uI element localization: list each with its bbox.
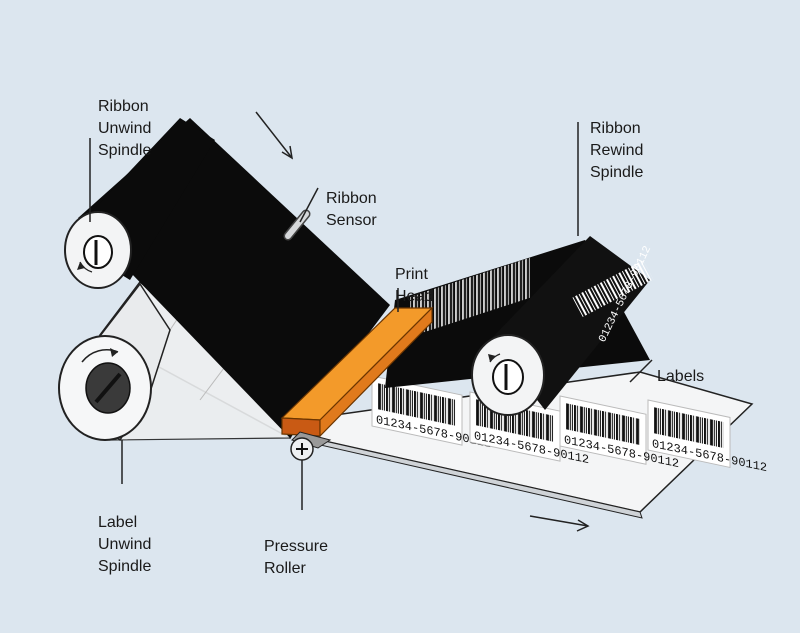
pressure-roller: [290, 431, 332, 461]
label-unwind-roll: [58, 282, 171, 442]
label-direction-arrow: [529, 515, 590, 532]
ribbon-unwind-roll: [64, 118, 215, 289]
print-head: [280, 306, 434, 438]
ribbon-direction-arrow: [255, 111, 294, 160]
labels-label: Labels: [657, 368, 705, 385]
leader-lines: [89, 122, 653, 510]
